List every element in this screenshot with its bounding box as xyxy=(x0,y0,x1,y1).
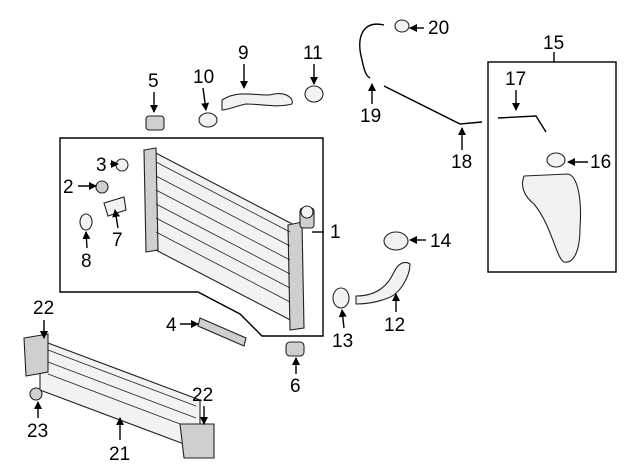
washer-8 xyxy=(79,213,93,231)
reservoir-tank xyxy=(521,173,582,263)
clamp-13 xyxy=(332,287,350,309)
clamp-14 xyxy=(383,231,409,251)
radiator xyxy=(143,147,315,331)
radiator-group-outline xyxy=(59,137,324,337)
callout-2: 2 xyxy=(63,177,74,198)
drain-7 xyxy=(103,196,127,217)
seal-4 xyxy=(197,317,247,347)
clamp-10 xyxy=(198,112,218,128)
callout-7: 7 xyxy=(112,230,123,251)
callout-6: 6 xyxy=(290,376,301,397)
callout-3: 3 xyxy=(96,155,107,176)
callout-13: 13 xyxy=(332,331,353,352)
cap-16 xyxy=(546,152,566,168)
overflow-hose-19 xyxy=(359,23,385,79)
plug-2 xyxy=(95,180,109,194)
callout-22-top: 22 xyxy=(33,298,54,319)
leader-lines xyxy=(34,24,588,440)
callout-5: 5 xyxy=(148,71,159,92)
callout-19: 19 xyxy=(360,106,381,127)
callout-9: 9 xyxy=(238,43,249,64)
clamp-20 xyxy=(394,19,410,33)
callout-16: 16 xyxy=(590,152,611,173)
callout-15: 15 xyxy=(543,33,564,54)
callout-12: 12 xyxy=(384,315,405,336)
callout-23: 23 xyxy=(27,421,48,442)
bolt-23 xyxy=(29,387,43,401)
callout-4: 4 xyxy=(166,315,177,336)
callout-21: 21 xyxy=(109,444,130,465)
callout-17: 17 xyxy=(505,69,526,90)
clamp-11 xyxy=(304,85,324,103)
condenser xyxy=(23,333,215,459)
upper-hose xyxy=(221,93,293,111)
callout-22-bottom: 22 xyxy=(192,385,213,406)
callout-11: 11 xyxy=(303,43,323,64)
mount-6 xyxy=(285,341,305,357)
callout-10: 10 xyxy=(193,67,214,88)
ring-3 xyxy=(115,158,129,172)
callout-14: 14 xyxy=(430,231,452,252)
callout-18: 18 xyxy=(451,152,472,173)
cap-5 xyxy=(145,115,165,131)
reservoir-group-outline xyxy=(487,61,617,273)
lower-hose-12 xyxy=(355,261,411,305)
callout-20: 20 xyxy=(428,18,449,39)
callout-8: 8 xyxy=(81,251,92,272)
tube-18 xyxy=(383,85,483,125)
hose-17 xyxy=(497,115,547,133)
callout-1: 1 xyxy=(330,222,341,243)
